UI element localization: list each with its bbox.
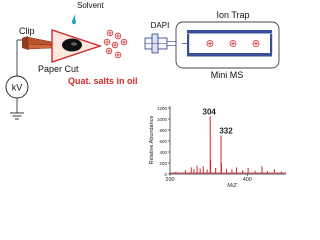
spectrum-peaks bbox=[170, 116, 286, 174]
y-tick-label: 1200 bbox=[157, 106, 168, 111]
mini-ms-label: Mini MS bbox=[211, 70, 244, 80]
ion-plus-icon bbox=[106, 29, 114, 37]
ion-plus-icon bbox=[114, 51, 122, 59]
peak-label: 332 bbox=[219, 127, 233, 136]
mass-spectrum-chart: Relative Abundance M/Z 02004006008001000… bbox=[149, 106, 286, 189]
clip-icon bbox=[22, 36, 53, 50]
x-ticks: 200 400 bbox=[165, 174, 252, 183]
y-tick-label: 400 bbox=[159, 150, 167, 155]
ion-plus-icon bbox=[229, 40, 237, 47]
ion-plus-icon bbox=[114, 32, 122, 40]
y-tick-label: 0 bbox=[164, 172, 167, 177]
ion-plus-icon bbox=[103, 38, 111, 46]
paper-spray-ms-diagram: kV Clip Solvent Paper Cut Quat. salts in… bbox=[5, 1, 286, 189]
y-ticks: 0 200 400 600 800 1000 1200 bbox=[157, 106, 170, 177]
ion-plus-icon bbox=[206, 40, 214, 47]
kv-source-circle bbox=[5, 75, 29, 99]
peak-labels: 304 332 bbox=[203, 107, 234, 135]
paper-cut-label: Paper Cut bbox=[38, 64, 79, 74]
x-tick-label: 400 bbox=[243, 177, 252, 183]
ion-trap bbox=[182, 30, 273, 57]
trapped-ions bbox=[206, 40, 260, 47]
quat-salts-label: Quat. salts in oil bbox=[68, 76, 138, 86]
ion-plus-icon bbox=[252, 40, 260, 47]
solvent-label: Solvent bbox=[77, 1, 104, 10]
y-tick-label: 1000 bbox=[157, 117, 168, 122]
y-tick-label: 200 bbox=[159, 161, 167, 166]
clip-label: Clip bbox=[19, 26, 35, 36]
x-tick-label: 200 bbox=[165, 177, 174, 183]
y-tick-label: 800 bbox=[159, 128, 167, 133]
y-tick-label: 600 bbox=[159, 139, 167, 144]
dapi-inlet bbox=[144, 33, 177, 54]
kv-label: kV bbox=[12, 83, 23, 93]
ion-plus-icon bbox=[111, 41, 119, 49]
ground-icon bbox=[10, 112, 24, 120]
voltage-circuit: kV bbox=[5, 39, 29, 120]
y-axis-label: Relative Abundance bbox=[149, 116, 155, 165]
x-axis-label: M/Z bbox=[227, 183, 237, 189]
ion-trap-label: Ion Trap bbox=[216, 10, 249, 20]
ion-plus-icon bbox=[120, 38, 128, 46]
peak-label: 304 bbox=[203, 107, 217, 116]
mini-ms-box bbox=[175, 21, 280, 69]
spray-ions bbox=[103, 29, 128, 59]
ion-plus-icon bbox=[105, 47, 113, 55]
dapi-label: DAPI bbox=[151, 21, 170, 30]
solvent-droplet-icon bbox=[72, 13, 76, 25]
